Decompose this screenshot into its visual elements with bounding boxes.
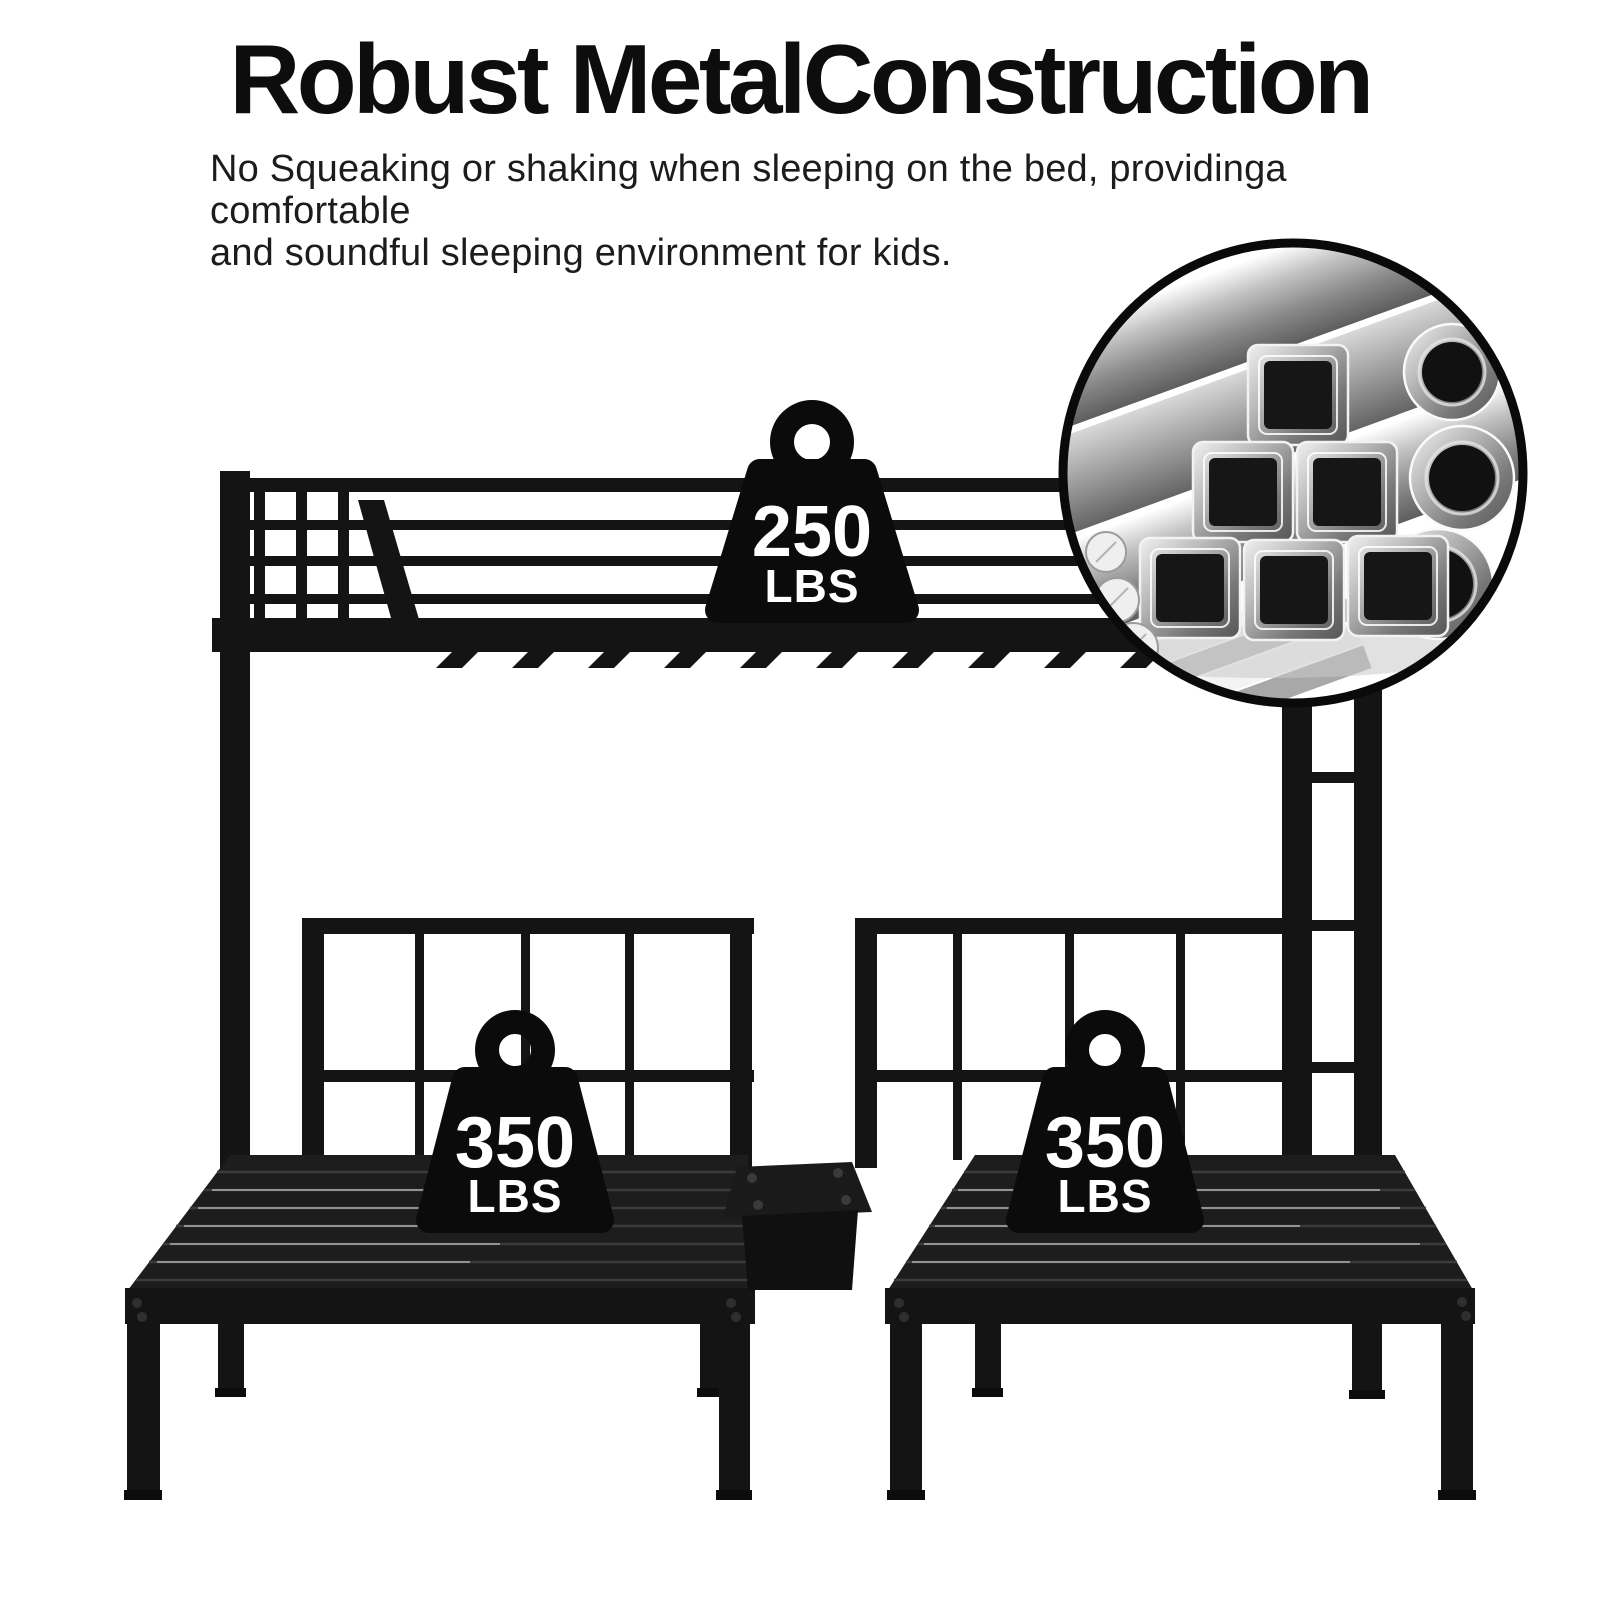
center-shelf (723, 1162, 872, 1290)
bolts (132, 1298, 741, 1322)
headboard-slat (415, 934, 424, 1160)
leg-foot (124, 1490, 162, 1500)
leg-foot (215, 1388, 246, 1397)
weight-capacity-left-bed: 350 LBS (416, 1010, 614, 1233)
leg-foot (697, 1388, 726, 1397)
leg-foot (716, 1490, 752, 1500)
leg-foot (1349, 1390, 1385, 1399)
ladder-rung (1312, 772, 1354, 783)
subtitle-line-2: and soundful sleeping environment for ki… (210, 232, 952, 274)
kettlebell-weight-icon (705, 400, 919, 623)
page-title: Robust MetalConstruction (229, 24, 1374, 134)
headboard-slat (521, 934, 530, 1160)
left-bed-front-rail (125, 1288, 755, 1324)
left-bed-leg-rear (218, 1322, 244, 1392)
inset-circle-border (1058, 238, 1528, 708)
right-bed-leg-rear (1352, 1322, 1382, 1394)
kettlebell-weight-icon (1006, 1010, 1204, 1233)
right-headboard-post (855, 918, 877, 1168)
weight-capacity-top-bunk: 250 LBS (705, 400, 919, 623)
capacity-value: 350 (455, 1103, 575, 1183)
ladder-rung (1312, 1062, 1354, 1073)
head-rail-slat (296, 492, 307, 650)
left-bed-leg (127, 1288, 160, 1498)
right-bed-leg-rear (975, 1322, 1001, 1392)
leg-foot (887, 1490, 925, 1500)
kettlebell-weight-icon (416, 1010, 614, 1233)
head-rail-slat (338, 492, 349, 650)
capacity-unit: LBS (765, 560, 860, 612)
head-rail-slat (254, 492, 265, 650)
leg-foot (1438, 1490, 1476, 1500)
right-bed-front-rail (885, 1288, 1475, 1324)
headboard-slat (953, 934, 962, 1160)
ladder-rung (1312, 920, 1354, 931)
capacity-value: 250 (752, 492, 872, 572)
capacity-value: 350 (1045, 1103, 1165, 1183)
capacity-unit: LBS (468, 1170, 563, 1222)
left-bed-leg (719, 1288, 750, 1498)
leg-foot (972, 1388, 1003, 1397)
right-headboard-top-rail (855, 918, 1305, 934)
shelf-bolts (747, 1168, 851, 1210)
capacity-unit: LBS (1058, 1170, 1153, 1222)
subtitle-line-1: No Squeaking or shaking when sleeping on… (210, 148, 1287, 232)
right-bed-leg (1441, 1288, 1473, 1498)
metal-tubes-inset (1058, 238, 1528, 708)
headboard-slat (1176, 934, 1185, 1160)
upper-bunk-left-post (220, 471, 250, 1260)
bolts (894, 1297, 1471, 1322)
upper-bunk-slat-ends (436, 652, 1162, 668)
subtitle: No Squeaking or shaking when sleeping on… (210, 148, 1430, 274)
weight-capacity-right-bed: 350 LBS (1006, 1010, 1204, 1233)
right-bed-leg (890, 1288, 922, 1498)
head-rail-brace (358, 500, 428, 650)
square-tubes (1138, 343, 1450, 642)
headboard-slat (625, 934, 634, 1160)
left-headboard-top-rail (302, 918, 754, 934)
